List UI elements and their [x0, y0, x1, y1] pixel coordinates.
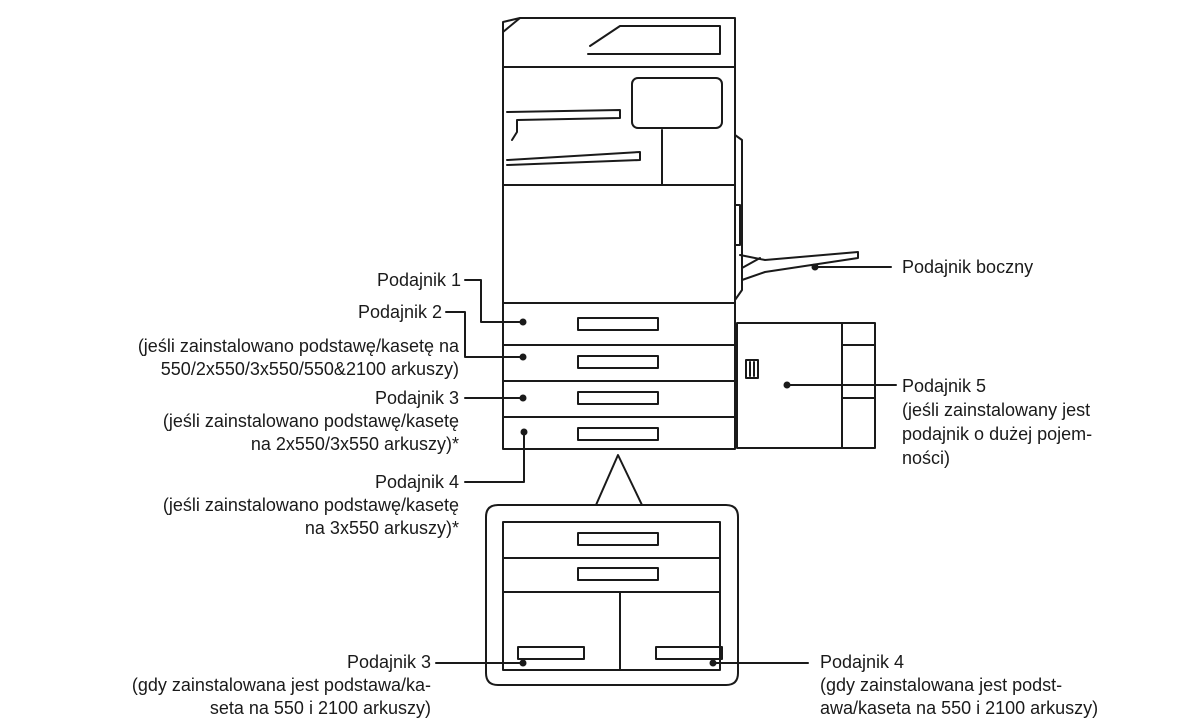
label-tray-2: Podajnik 2 — [358, 301, 442, 323]
label-tray-2-note-line2: 550/2x550/3x550/550&2100 arkuszy) — [160, 359, 459, 379]
callout-pointer — [595, 454, 643, 506]
label-tray-2-name: Podajnik 2 — [357, 302, 442, 322]
label-tray-4-name: Podajnik 4 — [374, 472, 459, 492]
callout-tray-handle-1 — [577, 532, 659, 546]
callout-frame — [485, 504, 739, 686]
label-tray-5-note-line3: ności) — [902, 448, 951, 468]
label-tray-1: Podajnik 1 — [377, 269, 461, 291]
label-tray-1-name: Podajnik 1 — [376, 270, 461, 290]
callout-tray-4-handle — [655, 646, 723, 660]
label-tray-5-note-line1: (jeśli zainstalowany jest — [902, 400, 1091, 420]
control-panel — [631, 77, 723, 129]
leader-tray-1 — [464, 279, 524, 323]
label-tray-3: Podajnik 3 (jeśli zainstalowano podstawę… — [163, 387, 459, 456]
leader-lines — [435, 266, 897, 664]
tray-4-drawer — [502, 416, 736, 450]
label-tray-4-alt: Podajnik 4 (gdy zainstalowana jest podst… — [820, 651, 1098, 720]
label-tray-5-note-line2: podajnik o dużej pojem- — [902, 424, 1093, 444]
label-tray-3-note-line1: (jeśli zainstalowano podstawę/kasetę — [162, 411, 459, 431]
leader-tray-2 — [445, 311, 524, 358]
printer-illustration — [502, 17, 876, 450]
label-tray-4: Podajnik 4 (jeśli zainstalowano podstawę… — [163, 471, 459, 540]
tray-3-handle — [577, 391, 659, 405]
label-bypass-tray: Podajnik boczny — [902, 256, 1033, 278]
label-tray-5: Podajnik 5 (jeśli zainstalowany jest pod… — [902, 374, 1092, 470]
callout-stand-body — [502, 521, 721, 671]
label-tray-5-name: Podajnik 5 — [902, 376, 987, 396]
tray-2-handle — [577, 355, 659, 369]
label-bypass-name: Podajnik boczny — [902, 257, 1034, 277]
output-tray-upper — [506, 109, 621, 141]
upper-body — [502, 66, 736, 186]
label-tray-2-note: (jeśli zainstalowano podstawę/kasetę na … — [138, 335, 459, 381]
leader-tray-4 — [464, 431, 525, 483]
label-tray-3-name: Podajnik 3 — [374, 388, 459, 408]
label-tray-4-alt-name: Podajnik 4 — [820, 652, 905, 672]
label-tray-3-alt-name: Podajnik 3 — [346, 652, 431, 672]
label-tray-4-alt-note-line1: (gdy zainstalowana jest podst- — [820, 675, 1063, 695]
tray-3-drawer — [502, 380, 736, 418]
label-tray-3-alt-note-line2: seta na 550 i 2100 arkuszy) — [209, 698, 431, 718]
callout-tray-3-handle — [517, 646, 585, 660]
large-capacity-tray-latch — [745, 359, 759, 379]
tray-2-drawer — [502, 344, 736, 382]
document-feeder-tray — [587, 25, 721, 55]
label-tray-3-note-line2: na 2x550/3x550 arkuszy)* — [250, 434, 459, 454]
printer-diagram — [435, 17, 897, 686]
bypass-tray — [739, 251, 859, 281]
tray-1-handle — [577, 317, 659, 331]
callout-tray-handle-2 — [577, 567, 659, 581]
side-handle — [734, 204, 741, 246]
output-tray-lower — [506, 151, 641, 166]
main-body — [502, 184, 736, 304]
label-tray-3-alt-note-line1: (gdy zainstalowana jest podstawa/ka- — [131, 675, 431, 695]
stand-callout — [485, 454, 739, 686]
label-tray-2-note-line1: (jeśli zainstalowano podstawę/kasetę na — [137, 336, 459, 356]
label-tray-3-alt: Podajnik 3 (gdy zainstalowana jest podst… — [132, 651, 431, 720]
label-tray-4-alt-note-line2: awa/kaseta na 550 i 2100 arkuszy) — [820, 698, 1099, 718]
document-feeder — [502, 17, 736, 68]
tray-1-drawer — [502, 302, 736, 346]
label-tray-4-note-line2: na 3x550 arkuszy)* — [304, 518, 459, 538]
label-tray-4-note-line1: (jeśli zainstalowano podstawę/kasetę — [162, 495, 459, 515]
tray-4-handle — [577, 427, 659, 441]
